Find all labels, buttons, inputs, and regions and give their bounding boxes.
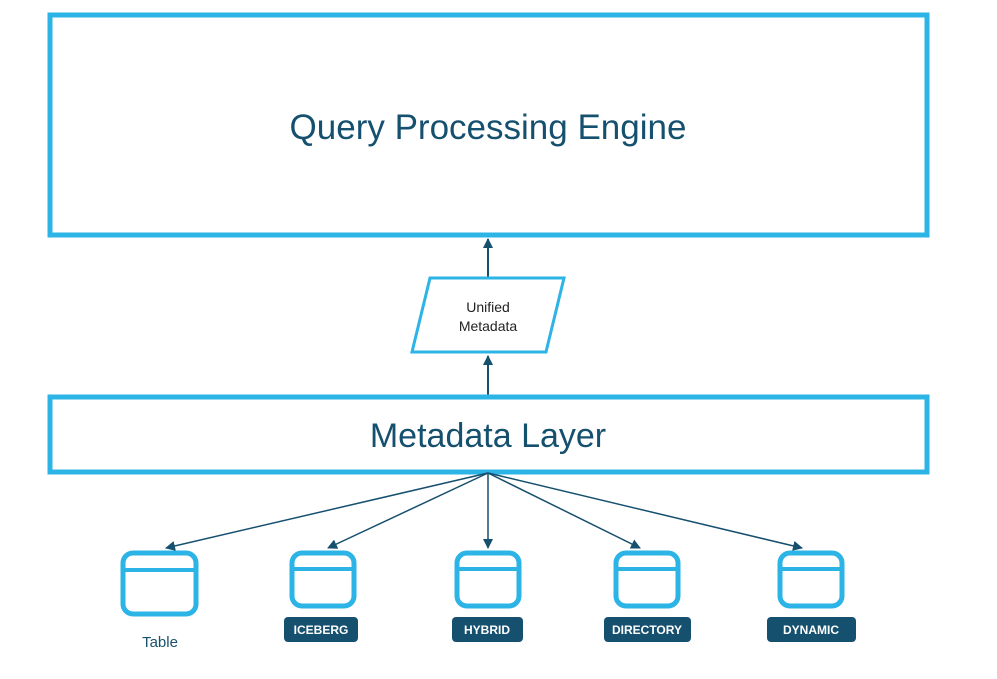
source-badge-iceberg: ICEBERG (284, 617, 358, 642)
table-icon (777, 550, 845, 609)
fan-out-arrows (165, 472, 803, 551)
source-label-table: Table (142, 634, 178, 651)
source-dynamic: DYNAMIC (767, 550, 856, 642)
unified-metadata-line1: Unified (466, 299, 510, 315)
source-badge-hybrid: HYBRID (452, 617, 523, 642)
arrow-to-iceberg (327, 472, 489, 549)
source-badge-dynamic: DYNAMIC (767, 617, 856, 642)
unified-metadata-line2: Metadata (459, 318, 518, 334)
source-hybrid: HYBRID (452, 550, 523, 642)
metadata-layer-title: Metadata Layer (370, 417, 606, 455)
unified-metadata-shape: Unified Metadata (410, 276, 566, 354)
query-processing-engine-box: Query Processing Engine (47, 12, 930, 238)
badge-label-hybrid: HYBRID (464, 623, 510, 637)
badge-label-dynamic: DYNAMIC (783, 623, 839, 637)
source-table: Table (120, 550, 199, 651)
table-icon (613, 550, 681, 609)
table-icon (120, 550, 199, 617)
metadata-layer-box: Metadata Layer (47, 394, 930, 475)
table-icon (289, 550, 357, 609)
arrow-to-dynamic (487, 472, 803, 551)
arrow-to-directory (487, 472, 641, 549)
source-iceberg: ICEBERG (284, 550, 358, 642)
badge-label-iceberg: ICEBERG (294, 623, 349, 637)
table-icon (454, 550, 522, 609)
source-badge-directory: DIRECTORY (604, 617, 691, 642)
engine-title: Query Processing Engine (290, 108, 687, 147)
source-directory: DIRECTORY (604, 550, 691, 642)
badge-label-directory: DIRECTORY (612, 623, 682, 637)
arrow-to-table (165, 472, 489, 551)
